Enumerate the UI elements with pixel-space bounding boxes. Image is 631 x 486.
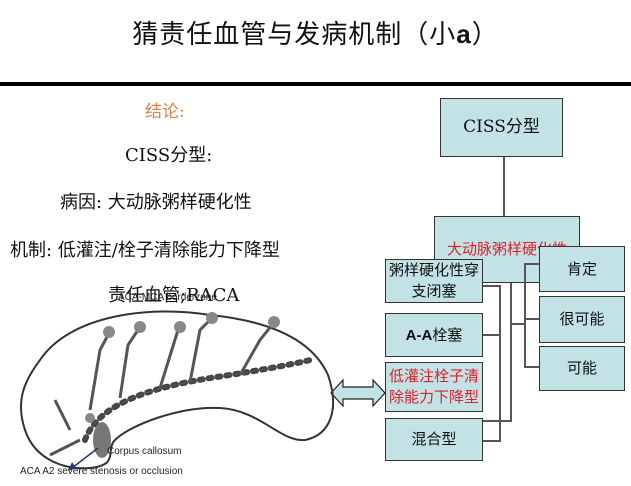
label-corpus-callosum: Corpus callosum: [107, 446, 182, 457]
box-mechanism-mixed: 混合型: [385, 418, 483, 461]
double-arrow-icon: [330, 378, 386, 408]
slide-title: 猜责任血管与发病机制（小a）: [132, 19, 499, 50]
box-certain: 肯定: [539, 246, 625, 292]
connector: [503, 157, 505, 217]
connector: [483, 440, 500, 442]
box-mechanism-hypoperfusion: 低灌注栓子清除能力下降型: [385, 362, 483, 412]
connector: [524, 263, 526, 368]
box-probable: 很可能: [539, 296, 625, 343]
connector: [483, 334, 500, 336]
connector: [524, 263, 540, 265]
connector: [510, 283, 512, 421]
connector: [499, 285, 501, 442]
box-mechanism-perforator: 粥样硬化性穿支闭塞: [385, 259, 483, 303]
connector: [511, 323, 525, 325]
conclusion-line: CISS分型:: [125, 145, 213, 166]
connector: [524, 318, 540, 320]
label-borderzone: ACA-MCA borderzone: [118, 292, 217, 303]
connector: [483, 420, 512, 422]
title-divider: [0, 82, 631, 86]
conclusion-heading: 结论:: [145, 102, 185, 122]
conclusion-line: 病因: 大动脉粥样硬化性: [60, 192, 252, 213]
brain-sagittal-illustration: [20, 310, 335, 471]
conclusion-line: 机制: 低灌注/栓子清除能力下降型: [10, 240, 280, 261]
connector: [483, 285, 500, 287]
label-aca-a2: ACA A2 severe stenosis or occlusion: [20, 466, 183, 477]
box-possible: 可能: [539, 346, 625, 391]
box-ciss: CISS分型: [440, 98, 563, 157]
conclusion-line: 责任血管;RACA: [108, 285, 240, 306]
connector: [524, 366, 540, 368]
